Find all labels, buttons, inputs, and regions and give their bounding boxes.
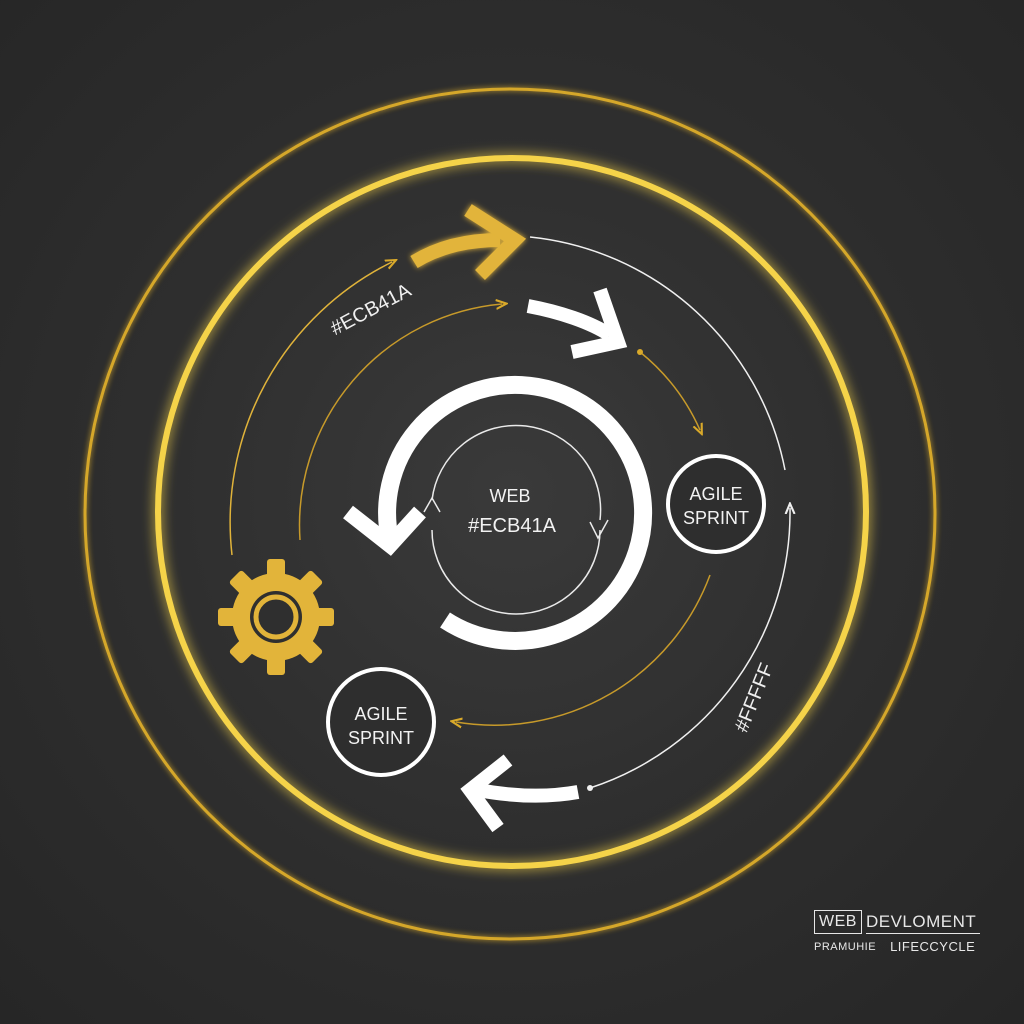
- center-ring-arrowhead: [343, 505, 426, 556]
- sprint-left-line1: AGILE: [354, 704, 407, 724]
- gold-arc-inner-right: [639, 351, 700, 430]
- brand-title: DEVLOMENT: [865, 911, 981, 934]
- brand-sub2: LIFECCYCLE: [890, 939, 976, 954]
- agile-sprint-left-node: AGILE SPRINT: [326, 667, 436, 777]
- hex-label-white: #FFFFF: [731, 660, 778, 735]
- arrow-right-white-icon: [526, 287, 628, 359]
- center-thick-ring: [378, 375, 653, 650]
- sprint-right-line1: AGILE: [689, 484, 742, 504]
- gear-icon: [218, 559, 334, 675]
- brand-boxed-word: WEB: [814, 910, 862, 934]
- white-dot: [587, 785, 593, 791]
- outer-ring: [83, 87, 937, 941]
- agile-sprint-right-node: AGILE SPRINT: [666, 454, 766, 554]
- gold-arc-inner-bottom: [456, 574, 711, 725]
- sprint-left-line2: SPRINT: [348, 728, 414, 748]
- hex-label-gold: #ECB41A: [327, 279, 415, 340]
- center-cycle: WEB #ECB41A: [343, 375, 653, 650]
- cycle-icon: [431, 424, 602, 521]
- gold-arc-outer-left: [229, 262, 392, 556]
- white-arc-lower-right: [589, 508, 790, 789]
- sprint-right-line2: SPRINT: [683, 508, 749, 528]
- gold-dot: [637, 349, 643, 355]
- brand-sub1: PRAMUHIE: [814, 941, 877, 953]
- brand-title-row: WEB DEVLOMENT: [814, 908, 994, 936]
- white-arc-top-right: [529, 236, 786, 471]
- gold-arc-inner-left: [298, 304, 502, 541]
- brand-block: WEB DEVLOMENT PRAMUHIE LIFECCYCLE: [814, 908, 994, 964]
- center-label-line1: WEB: [489, 486, 530, 506]
- arrow-right-gold-icon: [410, 204, 527, 280]
- inner-glow-ring: [155, 155, 869, 869]
- brand-subtitle-row: PRAMUHIE LIFECCYCLE: [814, 940, 994, 954]
- center-label-line2: #ECB41A: [468, 515, 556, 537]
- arrow-left-white-icon: [460, 754, 580, 833]
